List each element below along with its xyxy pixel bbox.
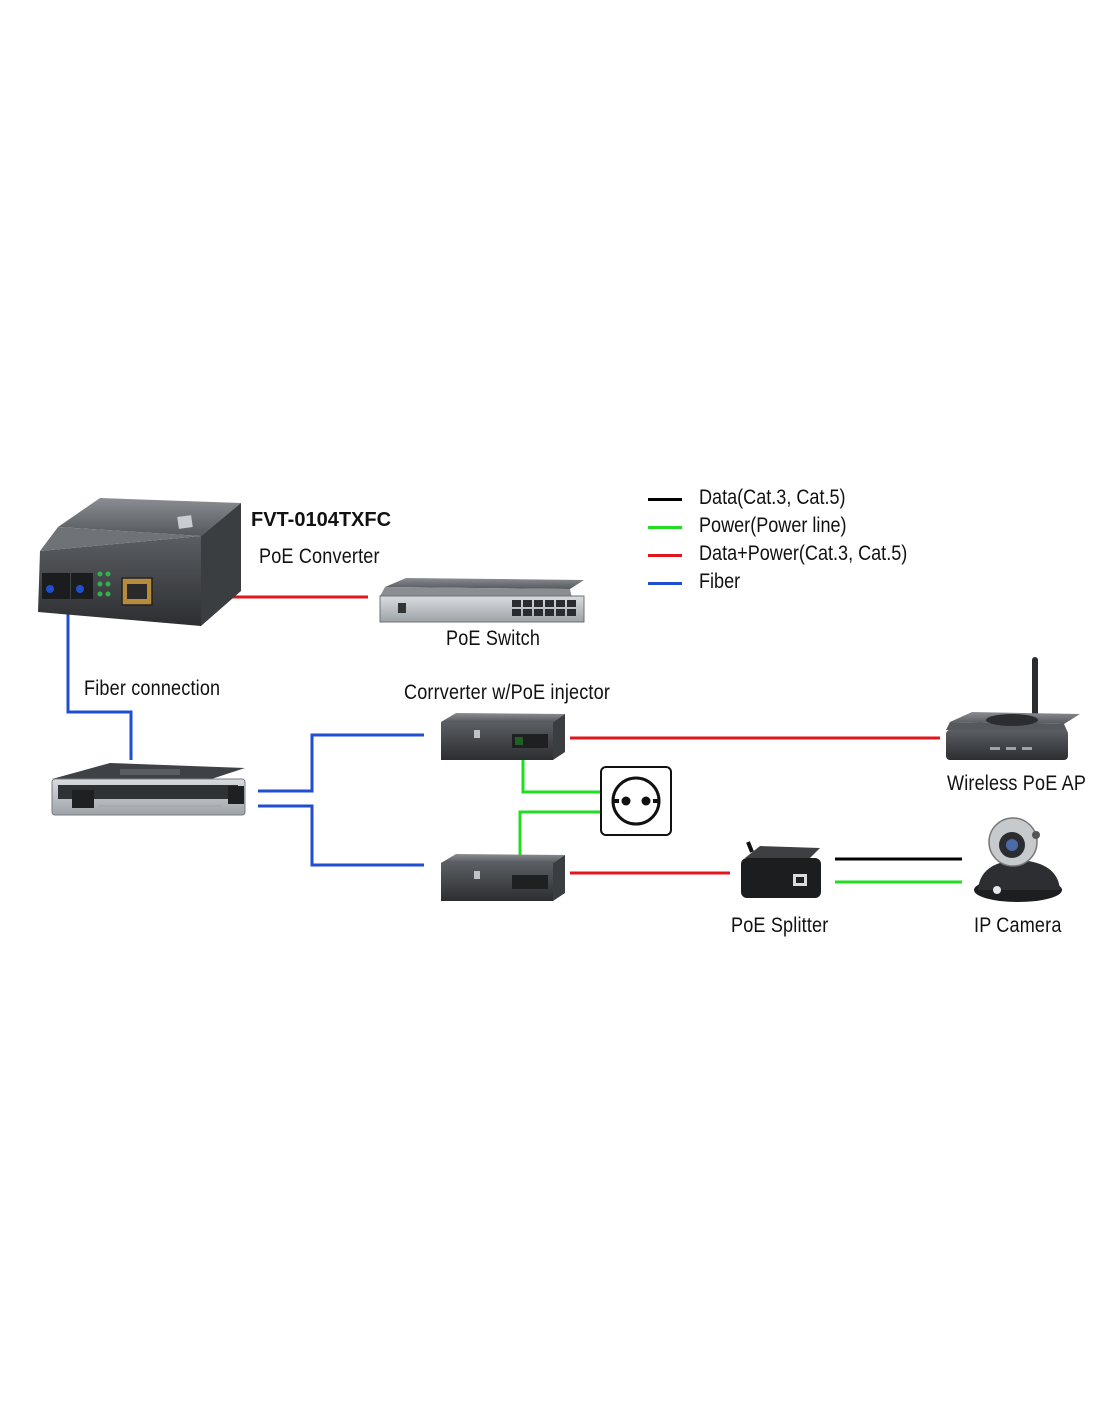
legend-swatch-fiber xyxy=(648,582,682,585)
legend-label: Power(Power line) xyxy=(699,514,847,537)
model-name-label: FVT-0104TXFC xyxy=(251,509,392,531)
lower-injector-device[interactable] xyxy=(441,854,565,901)
fiber-line-converter-to-switch xyxy=(66,593,133,760)
poe-splitter-device[interactable] xyxy=(741,841,821,898)
converter-injector-label: Corrverter w/PoE injector xyxy=(404,681,611,704)
fiber-lines xyxy=(66,593,424,867)
poe-splitter-label: PoE Splitter xyxy=(731,914,829,937)
poe-converter-label: PoE Converter xyxy=(259,545,380,568)
poe-converter-device[interactable] xyxy=(38,498,241,626)
legend-swatch-power xyxy=(648,526,682,529)
power-outlet-icon xyxy=(600,766,672,836)
legend-swatch-data xyxy=(648,498,682,501)
fiber-line-switch-to-upper-injector xyxy=(258,733,424,793)
legend-label: Data+Power(Cat.3, Cat.5) xyxy=(699,542,908,565)
fiber-connection-label: Fiber connection xyxy=(84,677,221,700)
legend-label: Fiber xyxy=(699,570,741,593)
poe-switch-device[interactable] xyxy=(379,578,585,623)
fiber-line-switch-to-lower-injector xyxy=(258,804,424,867)
power-lines xyxy=(518,742,962,884)
upper-injector-device[interactable] xyxy=(441,713,565,760)
legend-label: Data(Cat.3, Cat.5) xyxy=(699,486,846,509)
ip-camera-icon[interactable] xyxy=(974,817,1062,902)
wireless-ap-device[interactable] xyxy=(946,657,1080,760)
central-switch-device[interactable] xyxy=(51,763,246,816)
ip-camera-label: IP Camera xyxy=(974,914,1062,937)
legend-swatch-data-power xyxy=(648,554,682,557)
wireless-ap-label: Wireless PoE AP xyxy=(947,772,1087,795)
antenna-icon xyxy=(1032,657,1038,727)
poe-switch-label: PoE Switch xyxy=(446,627,541,650)
